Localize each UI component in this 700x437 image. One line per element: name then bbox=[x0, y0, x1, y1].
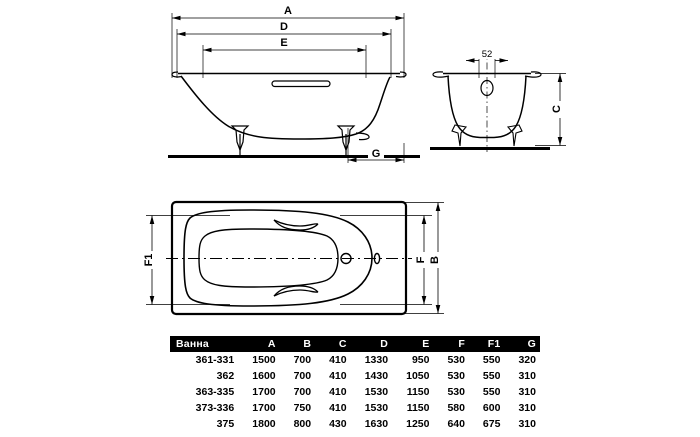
table-row: 362 1600 700 410 1430 1050 530 550 310 bbox=[170, 368, 540, 384]
cell-d: 1530 bbox=[350, 400, 393, 416]
tub-section-leg-right bbox=[506, 124, 523, 147]
table-row: 375 1800 800 430 1630 1250 640 675 310 bbox=[170, 416, 540, 432]
table-header-f1: F1 bbox=[468, 336, 505, 352]
drain-boss bbox=[355, 132, 370, 141]
plan-handle-top bbox=[273, 219, 319, 231]
table-row: 361-331 1500 700 410 1330 950 530 550 32… bbox=[170, 352, 540, 368]
end-section-view: 52 bbox=[430, 47, 567, 152]
cell-b: 700 bbox=[279, 352, 316, 368]
dimension-table: Ванна A B C D E F F1 G 361-331 1500 700 … bbox=[170, 336, 540, 432]
table-header-c: C bbox=[315, 336, 351, 352]
cell-f1: 675 bbox=[468, 416, 505, 432]
dimension-f: F bbox=[415, 215, 431, 305]
dimension-d: D bbox=[177, 19, 391, 37]
cell-model: 361-331 bbox=[170, 352, 239, 368]
cell-f1: 600 bbox=[468, 400, 505, 416]
cell-model: 362 bbox=[170, 368, 239, 384]
cell-e: 1150 bbox=[392, 384, 434, 400]
cell-b: 700 bbox=[279, 384, 316, 400]
dimension-f-label: F bbox=[415, 256, 427, 263]
dimension-c: C bbox=[535, 73, 567, 146]
cell-c: 430 bbox=[315, 416, 351, 432]
tub-side-profile bbox=[171, 71, 407, 140]
dimension-b: B bbox=[429, 202, 445, 314]
dimension-b-label: B bbox=[429, 256, 441, 264]
table-header-b: B bbox=[279, 336, 316, 352]
dimension-c-label: C bbox=[551, 105, 563, 113]
cell-f: 530 bbox=[433, 384, 469, 400]
table-row: 363-335 1700 700 410 1530 1150 530 550 3… bbox=[170, 384, 540, 400]
cell-c: 410 bbox=[315, 368, 351, 384]
plan-outer-rim bbox=[170, 200, 408, 316]
table-header-a: A bbox=[238, 336, 280, 352]
cell-c: 410 bbox=[315, 400, 351, 416]
plan-view: F1 F B bbox=[143, 200, 445, 316]
plan-basin-bottom bbox=[198, 228, 339, 288]
table-header-f: F bbox=[433, 336, 469, 352]
cell-g: 320 bbox=[504, 352, 540, 368]
dimension-52-label: 52 bbox=[482, 49, 493, 60]
tub-section-leg-left bbox=[451, 124, 468, 147]
cell-g: 310 bbox=[504, 400, 540, 416]
cell-d: 1530 bbox=[350, 384, 393, 400]
cell-d: 1630 bbox=[350, 416, 393, 432]
cell-c: 410 bbox=[315, 384, 351, 400]
dimension-e-label: E bbox=[280, 37, 287, 49]
cell-d: 1330 bbox=[350, 352, 393, 368]
table-header-g: G bbox=[504, 336, 540, 352]
table-header-e: E bbox=[392, 336, 434, 352]
cell-e: 1050 bbox=[392, 368, 434, 384]
plan-extension-lines bbox=[146, 202, 444, 314]
plan-handle-bottom bbox=[273, 285, 319, 297]
cell-model: 375 bbox=[170, 416, 239, 432]
cell-f1: 550 bbox=[468, 384, 505, 400]
tub-leg-left bbox=[230, 125, 250, 155]
cell-a: 1700 bbox=[238, 384, 280, 400]
dimension-a-label: A bbox=[284, 5, 292, 17]
cell-d: 1430 bbox=[350, 368, 393, 384]
table-row: 373-336 1700 750 410 1530 1150 580 600 3… bbox=[170, 400, 540, 416]
dimension-g-label: G bbox=[372, 148, 381, 160]
side-elevation-view: A D E bbox=[168, 3, 420, 163]
cell-b: 800 bbox=[279, 416, 316, 432]
cell-e: 950 bbox=[392, 352, 434, 368]
cell-f: 530 bbox=[433, 368, 469, 384]
cell-g: 310 bbox=[504, 368, 540, 384]
cell-f1: 550 bbox=[468, 352, 505, 368]
cell-g: 310 bbox=[504, 416, 540, 432]
cell-a: 1500 bbox=[238, 352, 280, 368]
cell-c: 410 bbox=[315, 352, 351, 368]
cell-a: 1700 bbox=[238, 400, 280, 416]
cell-b: 750 bbox=[279, 400, 316, 416]
dimension-e: E bbox=[203, 35, 366, 53]
cell-e: 1250 bbox=[392, 416, 434, 432]
table-header-name: Ванна bbox=[170, 336, 239, 352]
dimension-g: G bbox=[348, 146, 404, 163]
tub-leg-right bbox=[336, 125, 356, 155]
dimension-f1: F1 bbox=[143, 215, 160, 305]
plan-basin-outline bbox=[183, 209, 373, 307]
cell-g: 310 bbox=[504, 384, 540, 400]
table-header-row: Ванна A B C D E F F1 G bbox=[170, 336, 540, 352]
cell-f: 640 bbox=[433, 416, 469, 432]
dimension-52: 52 bbox=[466, 47, 508, 78]
dimension-a: A bbox=[172, 3, 404, 21]
cell-f: 580 bbox=[433, 400, 469, 416]
plan-drain-hole bbox=[340, 252, 352, 265]
cell-f: 530 bbox=[433, 352, 469, 368]
cell-b: 700 bbox=[279, 368, 316, 384]
dimension-d-label: D bbox=[280, 21, 288, 33]
cell-f1: 550 bbox=[468, 368, 505, 384]
plan-overflow-hole bbox=[373, 252, 381, 265]
table-header-d: D bbox=[350, 336, 393, 352]
cell-a: 1800 bbox=[238, 416, 280, 432]
overflow-hole bbox=[480, 79, 494, 97]
cell-model: 373-336 bbox=[170, 400, 239, 416]
cell-a: 1600 bbox=[238, 368, 280, 384]
cell-model: 363-335 bbox=[170, 384, 239, 400]
dimension-f1-label: F1 bbox=[143, 254, 155, 267]
cell-e: 1150 bbox=[392, 400, 434, 416]
side-handle-slot bbox=[271, 80, 331, 88]
